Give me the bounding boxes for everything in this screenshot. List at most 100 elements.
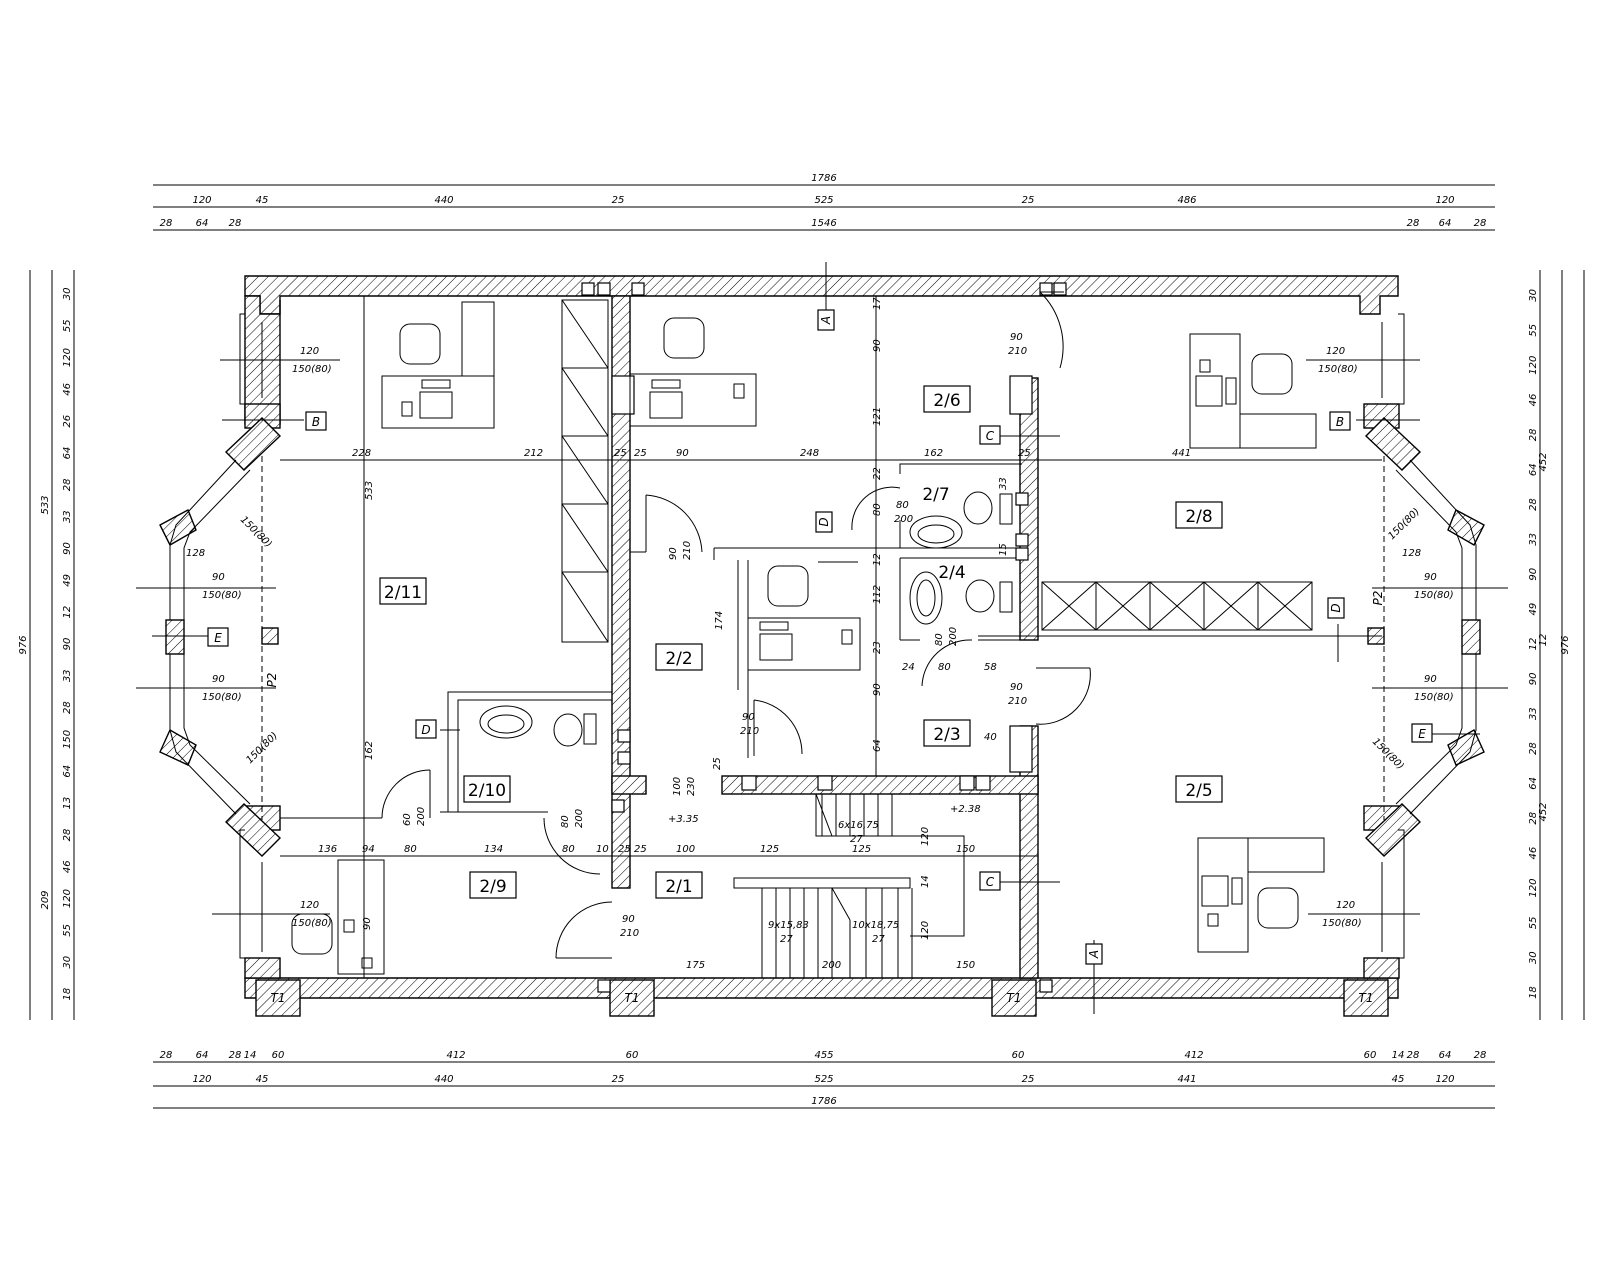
dim-top-r3-4: 28 [1407, 218, 1420, 229]
storage-cabinets [561, 299, 1313, 643]
tag-c-lower: C [986, 875, 995, 889]
right-inner-label: 49 [1528, 603, 1539, 616]
int-misc-3: 14 [920, 875, 931, 888]
int-vm-4: 80 [872, 503, 883, 516]
section-tags: A A B B C C D D D E E [207, 309, 1433, 965]
p2-label-left: P2 [265, 673, 279, 688]
bottom-dimensions: 28 64 28 14 60 412 60 455 60 412 60 14 2… [153, 1050, 1495, 1109]
left-inner-label: 90 [62, 638, 73, 651]
int-misc-4: 90 [362, 917, 373, 930]
int-vl-1: 162 [364, 741, 375, 760]
right-inner-label: 46 [1528, 847, 1539, 860]
right-inner-label: 28 [1528, 812, 1539, 825]
door-d-h: 210 [740, 726, 759, 737]
dim-top-r2-7: 120 [1435, 195, 1454, 206]
dim-top-r3-6: 28 [1474, 218, 1487, 229]
door-d-w: 90 [742, 712, 755, 723]
right-inner-label: 64 [1528, 777, 1539, 790]
int-a-1: 212 [524, 448, 543, 459]
t1-label-4: T1 [1359, 991, 1374, 1005]
tag-a-top: A [819, 316, 833, 325]
top-dimensions: 1786 120 45 440 25 525 25 486 120 28 64 … [153, 173, 1495, 231]
left-inner-label: 64 [62, 447, 73, 460]
int-run-2: 150 [956, 960, 975, 971]
section-lines [136, 262, 1508, 1014]
int-b-4: 80 [562, 844, 575, 855]
int-a-6: 162 [924, 448, 943, 459]
win-r1-w: 90 [1424, 572, 1437, 583]
win-l2-h: 150(80) [202, 692, 242, 703]
int-misc-7: 80 [938, 662, 951, 673]
room-2-2: 2/2 [665, 649, 692, 669]
dim-top-r2-4: 525 [814, 195, 833, 206]
dim-top-r2-2: 440 [434, 195, 453, 206]
door-210-h: 200 [574, 809, 585, 828]
win-br-w: 120 [1336, 900, 1355, 911]
dim-bot-r1-12: 28 [1407, 1050, 1420, 1061]
tag-d-office: D [817, 517, 831, 526]
int-b-3: 134 [484, 844, 503, 855]
dim-bot-r2-2: 440 [434, 1074, 453, 1085]
office-furniture [291, 301, 1325, 975]
int-vl-0: 533 [364, 481, 375, 500]
room-2-3: 2/3 [933, 725, 960, 745]
left-inner-label: 55 [62, 924, 73, 937]
int-b-7: 25 [634, 844, 647, 855]
int-vm-3: 22 [872, 467, 883, 480]
int-b-9: 125 [760, 844, 779, 855]
door-21-w: 90 [622, 914, 635, 925]
dim-top-r3-1: 64 [196, 218, 209, 229]
door-21-h: 210 [620, 928, 639, 939]
right-inner-label: 120 [1528, 878, 1539, 897]
room-2-8: 2/8 [1185, 507, 1212, 527]
stair-c2: 27 [872, 934, 885, 945]
right-inner-label: 33 [1528, 533, 1539, 546]
int-a-7: 25 [1018, 448, 1031, 459]
dim-top-r2-0: 120 [192, 195, 211, 206]
win-r1-h: 150(80) [1414, 590, 1454, 601]
int-vm-1: 90 [872, 339, 883, 352]
room-2-10: 2/10 [468, 781, 506, 801]
dim-bot-r2-6: 441 [1177, 1074, 1196, 1085]
dim-bot-r2-8: 120 [1435, 1074, 1454, 1085]
stair-c: 10x18,75 [852, 920, 899, 931]
dim-bot-r2-1: 45 [256, 1074, 269, 1085]
dim-bot-r1-1: 64 [196, 1050, 209, 1061]
int-vm-9: 64 [872, 739, 883, 752]
int-vm-0: 17 [872, 297, 883, 310]
room-2-11: 2/11 [384, 583, 422, 603]
right-inner-label: 46 [1528, 394, 1539, 407]
win-bay-l1: 150(80) [238, 514, 274, 550]
dim-left-overall: 976 [18, 635, 29, 654]
win-tr-w: 120 [1326, 346, 1345, 357]
int-misc-9: 40 [984, 732, 997, 743]
dim-bot-r2-5: 25 [1022, 1074, 1035, 1085]
door-24-w: 80 [934, 633, 945, 646]
left-inner-label: 30 [62, 956, 73, 969]
dim-right-mid-0: 452 [1538, 452, 1549, 471]
stair-a: 6x16,75 [838, 820, 879, 831]
int-a-5: 248 [800, 448, 819, 459]
int-b-8: 100 [676, 844, 695, 855]
int-misc-5: 25 [712, 757, 723, 770]
int-misc-13: 128 [1402, 548, 1421, 559]
int-a-3: 25 [634, 448, 647, 459]
door-23-w: 90 [1010, 682, 1023, 693]
int-misc-2: 120 [920, 921, 931, 940]
dim-right-mid-1: 12 [1538, 634, 1549, 647]
door-22-w: 90 [668, 547, 679, 560]
dim-top-r2-5: 25 [1022, 195, 1035, 206]
right-inner-label: 28 [1528, 498, 1539, 511]
dim-bot-r1-8: 60 [1012, 1050, 1025, 1061]
left-inner-label: 46 [62, 383, 73, 396]
dim-top-r2-3: 25 [612, 195, 625, 206]
exterior-walls [159, 275, 1485, 999]
int-misc-11: 15 [998, 543, 1009, 556]
room-2-7: 2/7 [922, 485, 949, 505]
dim-bot-r1-14: 28 [1474, 1050, 1487, 1061]
int-misc-12: 128 [186, 548, 205, 559]
right-inner-label: 33 [1528, 707, 1539, 720]
left-inner-label: 55 [62, 319, 73, 332]
dim-bot-r2-4: 525 [814, 1074, 833, 1085]
right-inner-dimensions: 3055120462864283390491290332864284612055… [1528, 289, 1539, 999]
